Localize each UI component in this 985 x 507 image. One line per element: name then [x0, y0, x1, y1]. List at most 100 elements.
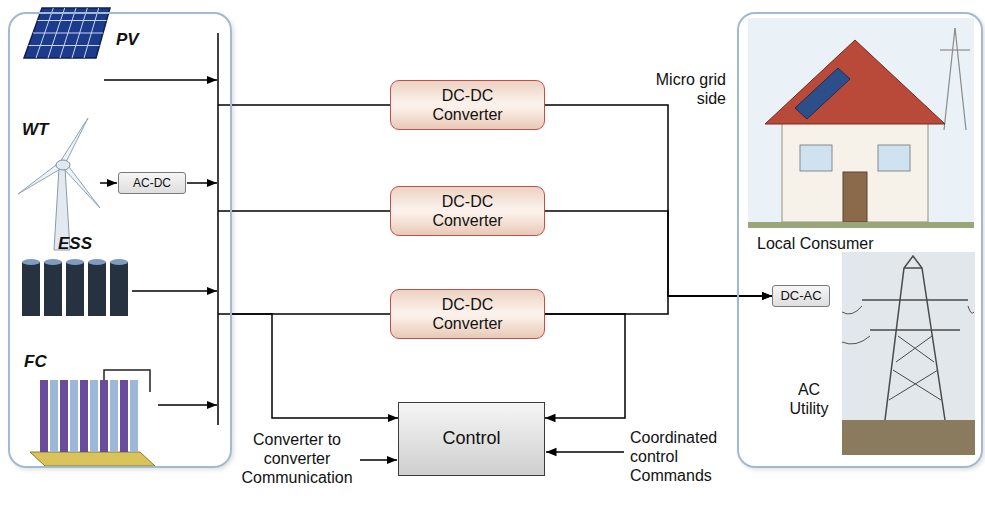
- turbine-blade: [63, 163, 100, 208]
- battery-cell: [22, 262, 40, 316]
- node-label: DC-DC Converter: [422, 295, 514, 333]
- solar-panel-body: [24, 8, 110, 58]
- node-label: DC-AC: [780, 288, 821, 304]
- fuel-cell-plate: [50, 380, 58, 452]
- signal-label: Converter to converter Communication: [236, 430, 358, 488]
- house-window: [878, 145, 910, 171]
- node-label: AC-DC: [133, 176, 171, 190]
- fuel-cell-plate: [70, 380, 78, 452]
- control-box: Control: [398, 402, 545, 476]
- connector-line: [545, 314, 625, 418]
- source-arrow: [132, 290, 217, 292]
- signal-arrow: [546, 451, 624, 453]
- source-label: ESS: [58, 234, 92, 254]
- source-label: WT: [22, 120, 48, 140]
- tower-brace: [904, 267, 922, 269]
- fuel-cell-base: [30, 452, 155, 466]
- fuel-cell-plate: [90, 380, 98, 452]
- node-label: DC-DC Converter: [422, 192, 514, 230]
- turbine-hub: [56, 160, 70, 170]
- side-label: Micro grid side: [636, 70, 726, 108]
- source-arrow: [187, 182, 217, 184]
- tower-sky: [842, 252, 975, 455]
- house-roof: [765, 40, 945, 124]
- source-panel: PV WT ESS FC AC-DC: [8, 12, 232, 468]
- battery-cell: [88, 262, 106, 316]
- bus-stub: [218, 313, 232, 315]
- source-arrow: [104, 79, 217, 81]
- fuel-cell-plate: [100, 380, 108, 452]
- battery-cap: [66, 259, 84, 265]
- power-wire: [842, 306, 862, 314]
- house-sky: [748, 18, 974, 222]
- fuel-cell-plate: [80, 380, 88, 452]
- wind-turbine: [18, 118, 100, 250]
- house-ground: [748, 222, 974, 228]
- connector-line: [232, 104, 390, 106]
- tower-arm: [870, 329, 960, 331]
- node-label: Control: [442, 428, 500, 450]
- battery-cap: [22, 259, 40, 265]
- fuel-cell-plate: [110, 380, 118, 452]
- converter-box: DC-DC Converter: [390, 80, 545, 130]
- power-wire: [968, 306, 974, 313]
- solar-grid-line: [29, 45, 100, 46]
- solar-panel: [24, 8, 110, 58]
- turbine-blade: [18, 162, 62, 194]
- tower-brace: [889, 370, 938, 400]
- dc-bus-line: [217, 33, 219, 425]
- source-label: PV: [116, 30, 139, 50]
- signal-label: Coordinated control Commands: [630, 428, 734, 486]
- source-arrow: [158, 404, 217, 406]
- fuel-cell-wire: [104, 370, 150, 392]
- turbine-blade: [60, 118, 88, 166]
- power-wire: [842, 336, 870, 344]
- house-window: [800, 145, 832, 171]
- battery-cap: [110, 259, 128, 265]
- converter-box: DC-DC Converter: [390, 186, 545, 236]
- solar-grid-line: [38, 20, 107, 21]
- node-label: DC-DC Converter: [422, 86, 514, 124]
- house-door: [843, 172, 867, 222]
- source-arrow: [100, 182, 117, 184]
- house-wall: [782, 118, 928, 222]
- tower-frame: [885, 256, 945, 420]
- roof-solar-panel: [795, 68, 850, 119]
- signal-arrow: [360, 459, 397, 461]
- tower-brace: [896, 336, 932, 362]
- connector-line: [232, 210, 390, 212]
- pylon-leg: [944, 28, 955, 130]
- bus-stub: [218, 104, 232, 106]
- source-label: FC: [24, 352, 47, 372]
- battery-cell: [66, 262, 84, 316]
- bus-stub: [218, 210, 232, 212]
- tower-arm: [862, 299, 968, 301]
- fuel-cell-plate: [60, 380, 68, 452]
- battery-bank: [22, 259, 128, 316]
- caption-label: Local Consumer: [757, 234, 874, 253]
- pylon-leg: [955, 28, 966, 130]
- fuel-cell-plate: [130, 380, 138, 452]
- fuel-cell: [30, 370, 155, 466]
- battery-cell: [44, 262, 62, 316]
- pylon-arm: [940, 49, 970, 50]
- battery-cap: [88, 259, 106, 265]
- converter-box: DC-DC Converter: [390, 289, 545, 339]
- tower-brace: [893, 370, 941, 400]
- fuel-cell-plate: [120, 380, 128, 452]
- solar-grid-line: [33, 33, 103, 34]
- connector-line: [232, 314, 398, 418]
- battery-cap: [44, 259, 62, 265]
- battery-cell: [110, 262, 128, 316]
- converter-box: DC-AC: [772, 285, 830, 307]
- caption-label: AC Utility: [782, 380, 836, 418]
- house-illustration: [748, 18, 974, 228]
- tower-brace: [898, 336, 934, 362]
- transmission-tower: [842, 252, 975, 455]
- tower-ground: [842, 420, 975, 455]
- consumer-panel: Local Consumer AC Utility DC-AC: [737, 12, 983, 468]
- converter-box: AC-DC: [118, 172, 186, 194]
